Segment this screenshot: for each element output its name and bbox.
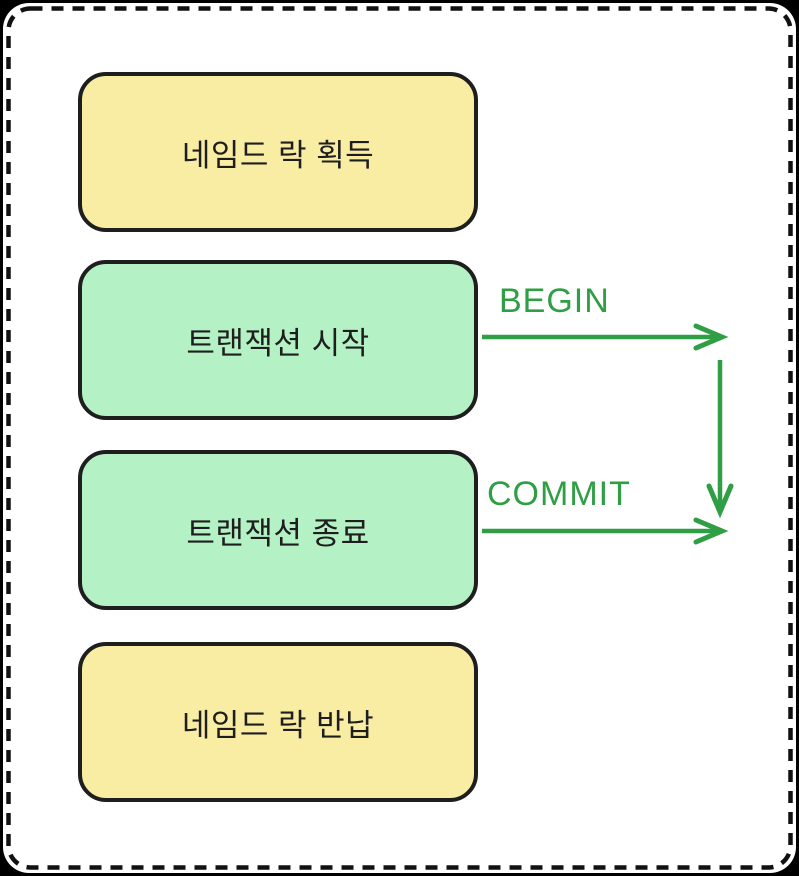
node-release-named-lock: 네임드 락 반납 [78, 642, 478, 802]
commit-label: COMMIT [487, 475, 631, 513]
node-label: 네임드 락 획득 [181, 137, 375, 173]
node-label: 네임드 락 반납 [181, 707, 375, 743]
panel-dashed-border [6, 6, 793, 870]
node-label: 트랜잭션 시작 [186, 325, 370, 361]
node-transaction-start: 트랜잭션 시작 [78, 260, 478, 420]
begin-label: BEGIN [499, 282, 610, 320]
node-transaction-end: 트랜잭션 종료 [78, 450, 478, 610]
node-label: 트랜잭션 종료 [186, 515, 370, 551]
node-acquire-named-lock: 네임드 락 획득 [78, 72, 478, 232]
